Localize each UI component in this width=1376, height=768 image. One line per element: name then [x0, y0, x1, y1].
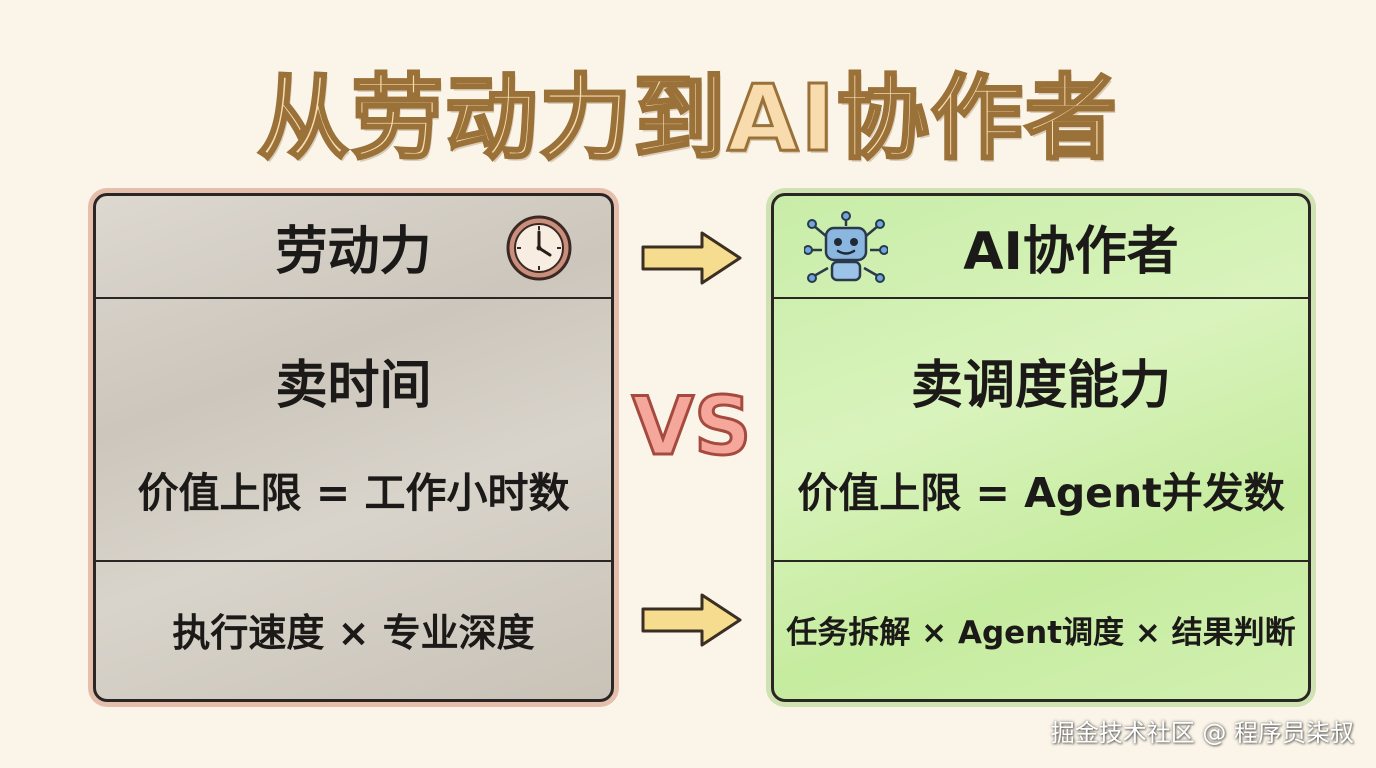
labor-formula: 价值上限 = 工作小时数 — [137, 469, 570, 517]
ai-header-label: AI协作者 — [963, 222, 1179, 282]
ai-footer: 任务拆解 × Agent调度 × 结果判断 — [786, 614, 1296, 651]
labor-divider-top — [96, 297, 611, 299]
right-arrow-icon — [641, 593, 742, 647]
right-arrow-icon — [641, 231, 742, 285]
clock-icon — [506, 215, 572, 281]
labor-panel: 劳动力 卖时间 价值上限 = 工作小时数 执行速度 × 专业深度 — [93, 193, 614, 702]
page-title: 从劳动力到AI协作者 — [256, 64, 1119, 174]
labor-header-label: 劳动力 — [275, 222, 432, 282]
labor-footer: 执行速度 × 专业深度 — [172, 610, 535, 655]
ai-divider-top — [774, 297, 1308, 299]
ai-collaborator-panel: AI协作者 卖调度能力 价值上限 = Agent并发数 任务拆解 × A — [771, 193, 1311, 702]
robot-icon — [804, 211, 888, 283]
ai-header: AI协作者 — [774, 196, 1308, 297]
vs-label: VS — [631, 379, 754, 475]
ai-formula: 价值上限 = Agent并发数 — [797, 469, 1285, 517]
labor-header: 劳动力 — [96, 196, 611, 297]
labor-divider-bottom — [96, 560, 611, 562]
ai-sell-text: 卖调度能力 — [910, 356, 1171, 416]
watermark: 掘金技术社区 @ 程序员柒叔 — [1050, 719, 1354, 747]
ai-divider-bottom — [774, 560, 1308, 562]
labor-sell-text: 卖时间 — [275, 356, 432, 416]
